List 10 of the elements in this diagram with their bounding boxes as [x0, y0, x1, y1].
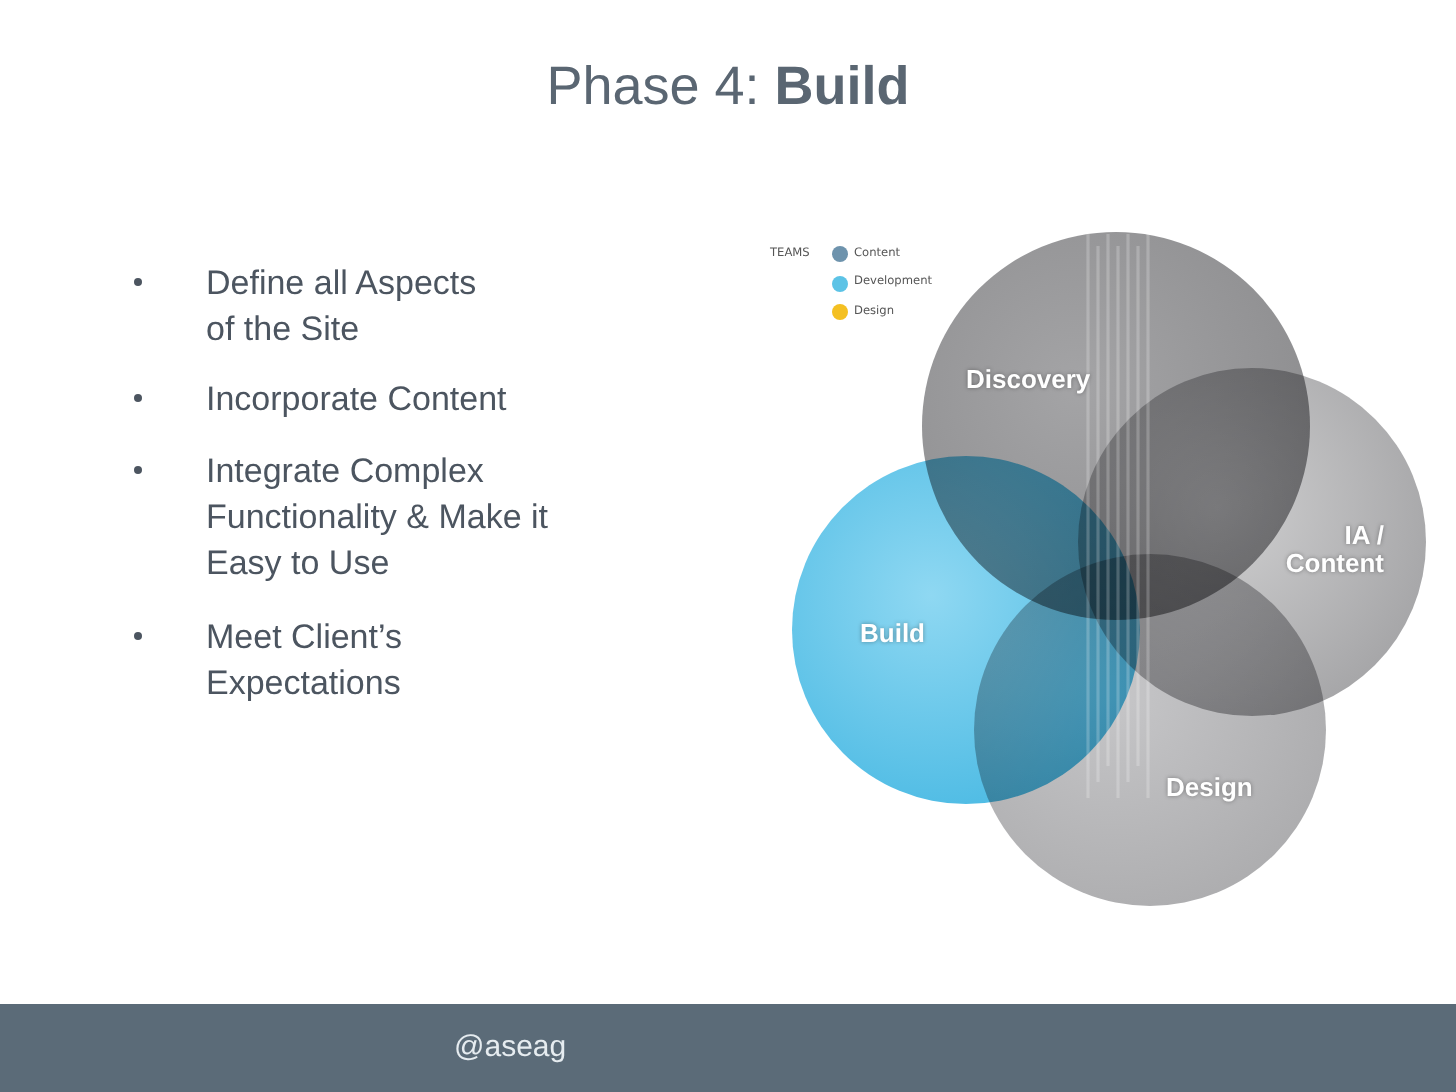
bullet-text: Integrate Complex Functionality & Make it Easy to Use	[206, 449, 551, 585]
circle-label: Build	[860, 620, 925, 648]
bullet-text: Incorporate Content	[206, 377, 509, 421]
bullet-text: Meet Client’s Expectations	[206, 615, 404, 705]
footer-handle: @aseag	[454, 1030, 567, 1066]
circle-label: IA / Content	[1283, 522, 1384, 578]
circle-label: Discovery	[966, 366, 1091, 394]
bullet-text: Define all Aspects of the Site	[206, 261, 479, 351]
slide-title: Phase 4: Build	[544, 54, 912, 120]
circle-label: Design	[1166, 774, 1253, 802]
